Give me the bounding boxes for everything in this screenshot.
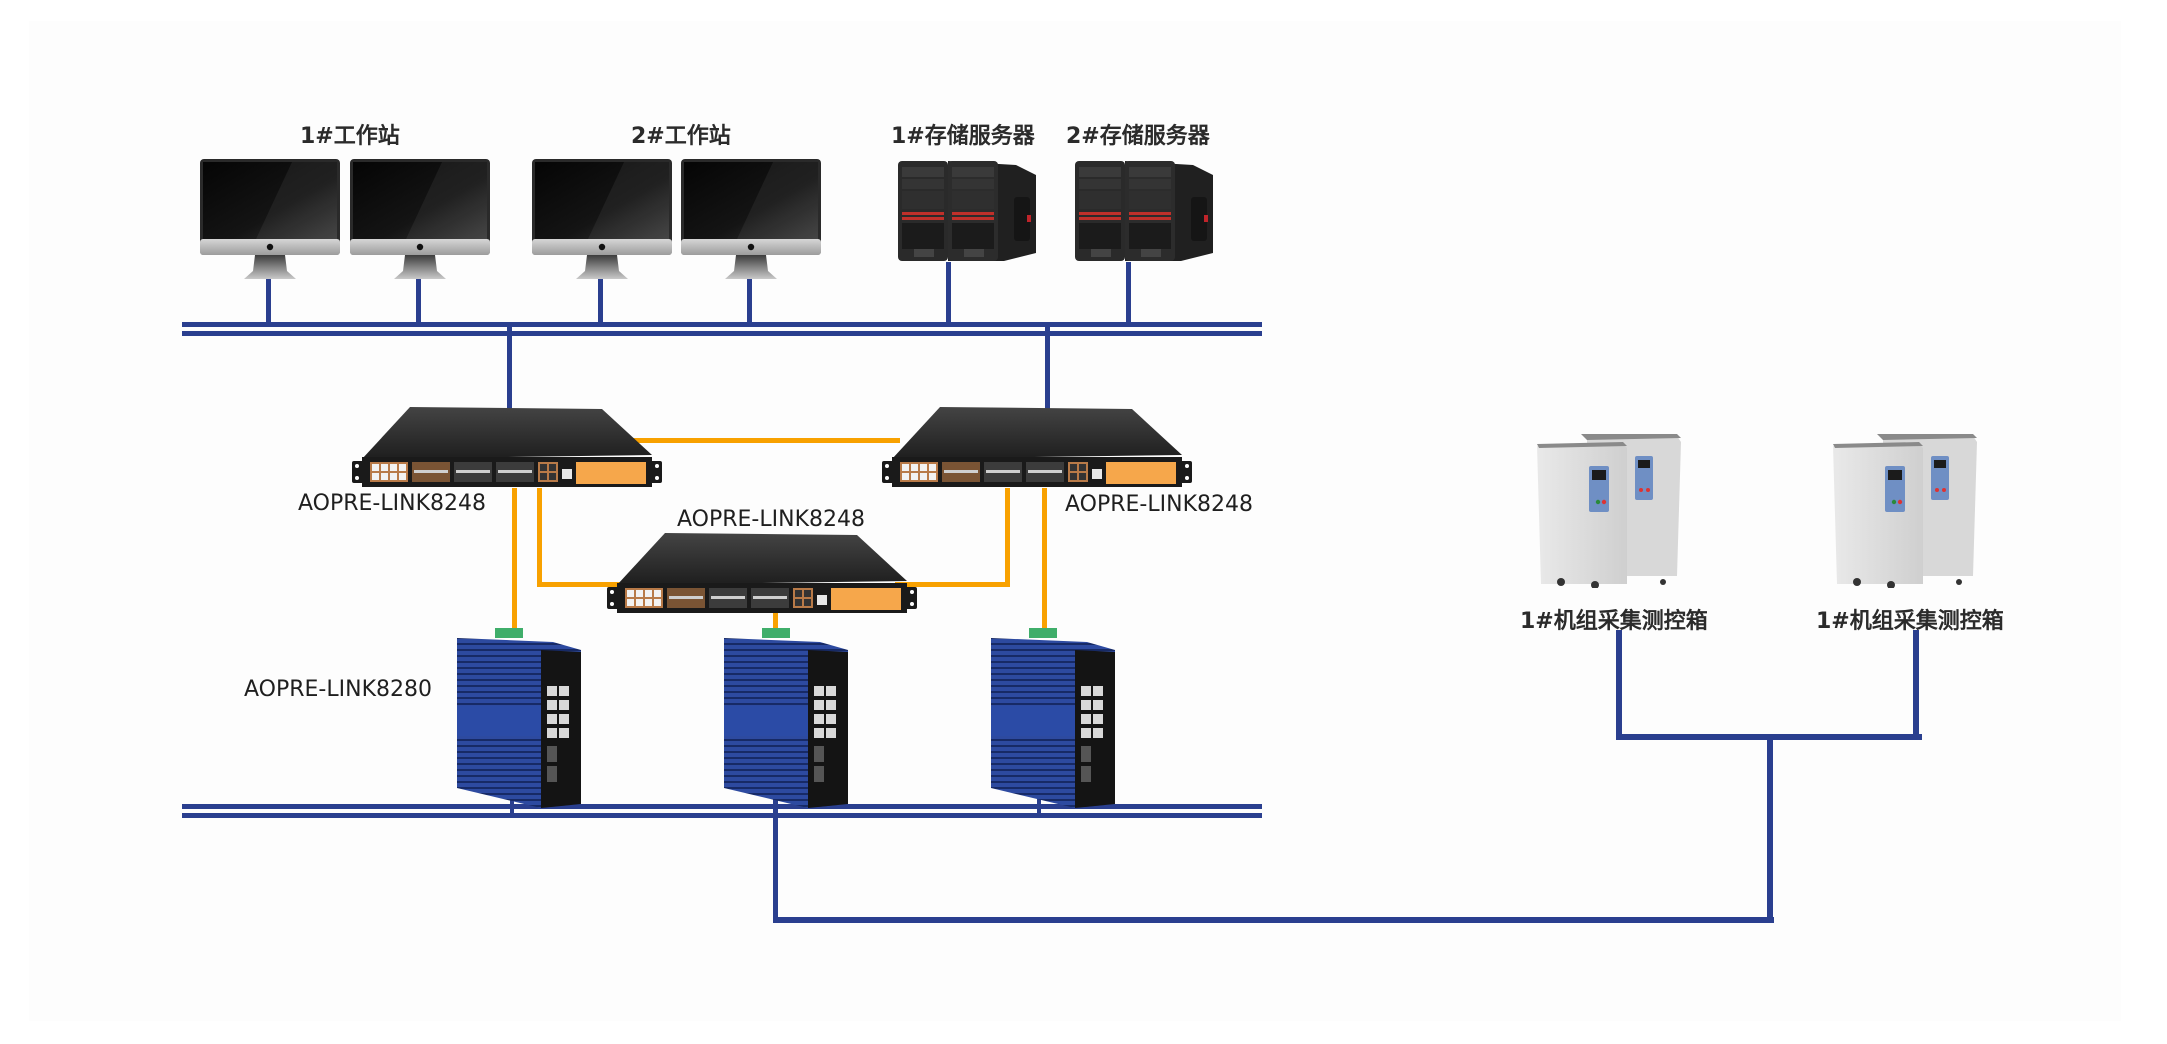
core-switch-left-label: AOPRE-LINK8248 — [298, 491, 486, 516]
fiber-right-down — [1005, 488, 1010, 586]
field-trunk — [773, 917, 1774, 923]
bus-to-right-switch — [1045, 327, 1050, 409]
fiber-left-down — [537, 488, 542, 586]
core-switch-right-label: AOPRE-LINK8248 — [1065, 492, 1253, 517]
storage-server-1-label: 1#存储服务器 — [891, 124, 1035, 149]
upper-bus-line-2 — [182, 331, 1262, 336]
drop-access3 — [1037, 795, 1041, 818]
fiber-left-to-middle — [537, 582, 637, 587]
workstation-2b-imac-monitor-icon[interactable] — [681, 159, 821, 281]
drop-srv2 — [1126, 262, 1131, 327]
drop-ws2b — [747, 278, 752, 327]
fiber-middle-to-access2 — [773, 612, 778, 630]
upper-bus-line-1 — [182, 322, 1262, 327]
control-box-1-cabinet-icon[interactable] — [1537, 432, 1681, 588]
bus-to-left-switch — [507, 327, 512, 409]
drop-access1 — [510, 795, 514, 818]
core-switch-middle-label: AOPRE-LINK8248 — [677, 507, 865, 532]
lower-bus-line-2 — [182, 813, 1262, 818]
drop-box1 — [1616, 630, 1622, 738]
core-switch-middle-rack-switch-icon[interactable] — [607, 531, 917, 617]
fiber-links — [512, 438, 1047, 630]
fiber-right-to-access3 — [1042, 488, 1047, 630]
access-switch-label: AOPRE-LINK8280 — [244, 677, 432, 702]
drop-ws2a — [598, 278, 603, 327]
workstation-2a-imac-monitor-icon[interactable] — [532, 159, 672, 281]
workstation-1a-imac-monitor-icon[interactable] — [200, 159, 340, 281]
fiber-left-to-access1 — [512, 488, 517, 630]
upper-ethernet-bus — [182, 322, 1262, 336]
drop-ws1b — [416, 278, 421, 327]
storage-server-2-tower-server-icon[interactable] — [1073, 157, 1213, 265]
drop-ws1a — [266, 278, 271, 327]
workstation-1b-imac-monitor-icon[interactable] — [350, 159, 490, 281]
field-riser — [1767, 737, 1773, 923]
access-switch-2-din-rail-switch-icon[interactable] — [720, 628, 848, 808]
lower-ethernet-bus — [182, 630, 1922, 923]
core-switch-right-rack-switch-icon[interactable] — [882, 405, 1192, 491]
workstation-2-label: 2#工作站 — [631, 124, 731, 149]
upper-drops — [266, 262, 1131, 409]
control-box-2-cabinet-icon[interactable] — [1833, 432, 1977, 588]
field-tee — [1616, 734, 1922, 740]
control-box-1-label: 1#机组采集测控箱 — [1520, 609, 1708, 634]
storage-server-2-label: 2#存储服务器 — [1066, 124, 1210, 149]
core-switch-left-rack-switch-icon[interactable] — [352, 405, 662, 491]
drop-box2 — [1913, 630, 1919, 738]
access-switch-3-din-rail-switch-icon[interactable] — [987, 628, 1115, 808]
workstation-1-label: 1#工作站 — [300, 124, 400, 149]
access2-to-field — [773, 795, 778, 923]
drop-srv1 — [946, 262, 951, 327]
storage-server-1-tower-server-icon[interactable] — [896, 157, 1036, 265]
control-box-2-label: 1#机组采集测控箱 — [1816, 609, 2004, 634]
lower-bus-line-1 — [182, 804, 1262, 809]
fiber-left-right — [630, 438, 900, 443]
fiber-right-to-middle — [895, 582, 1010, 587]
access-switch-1-din-rail-switch-icon[interactable] — [453, 628, 581, 808]
